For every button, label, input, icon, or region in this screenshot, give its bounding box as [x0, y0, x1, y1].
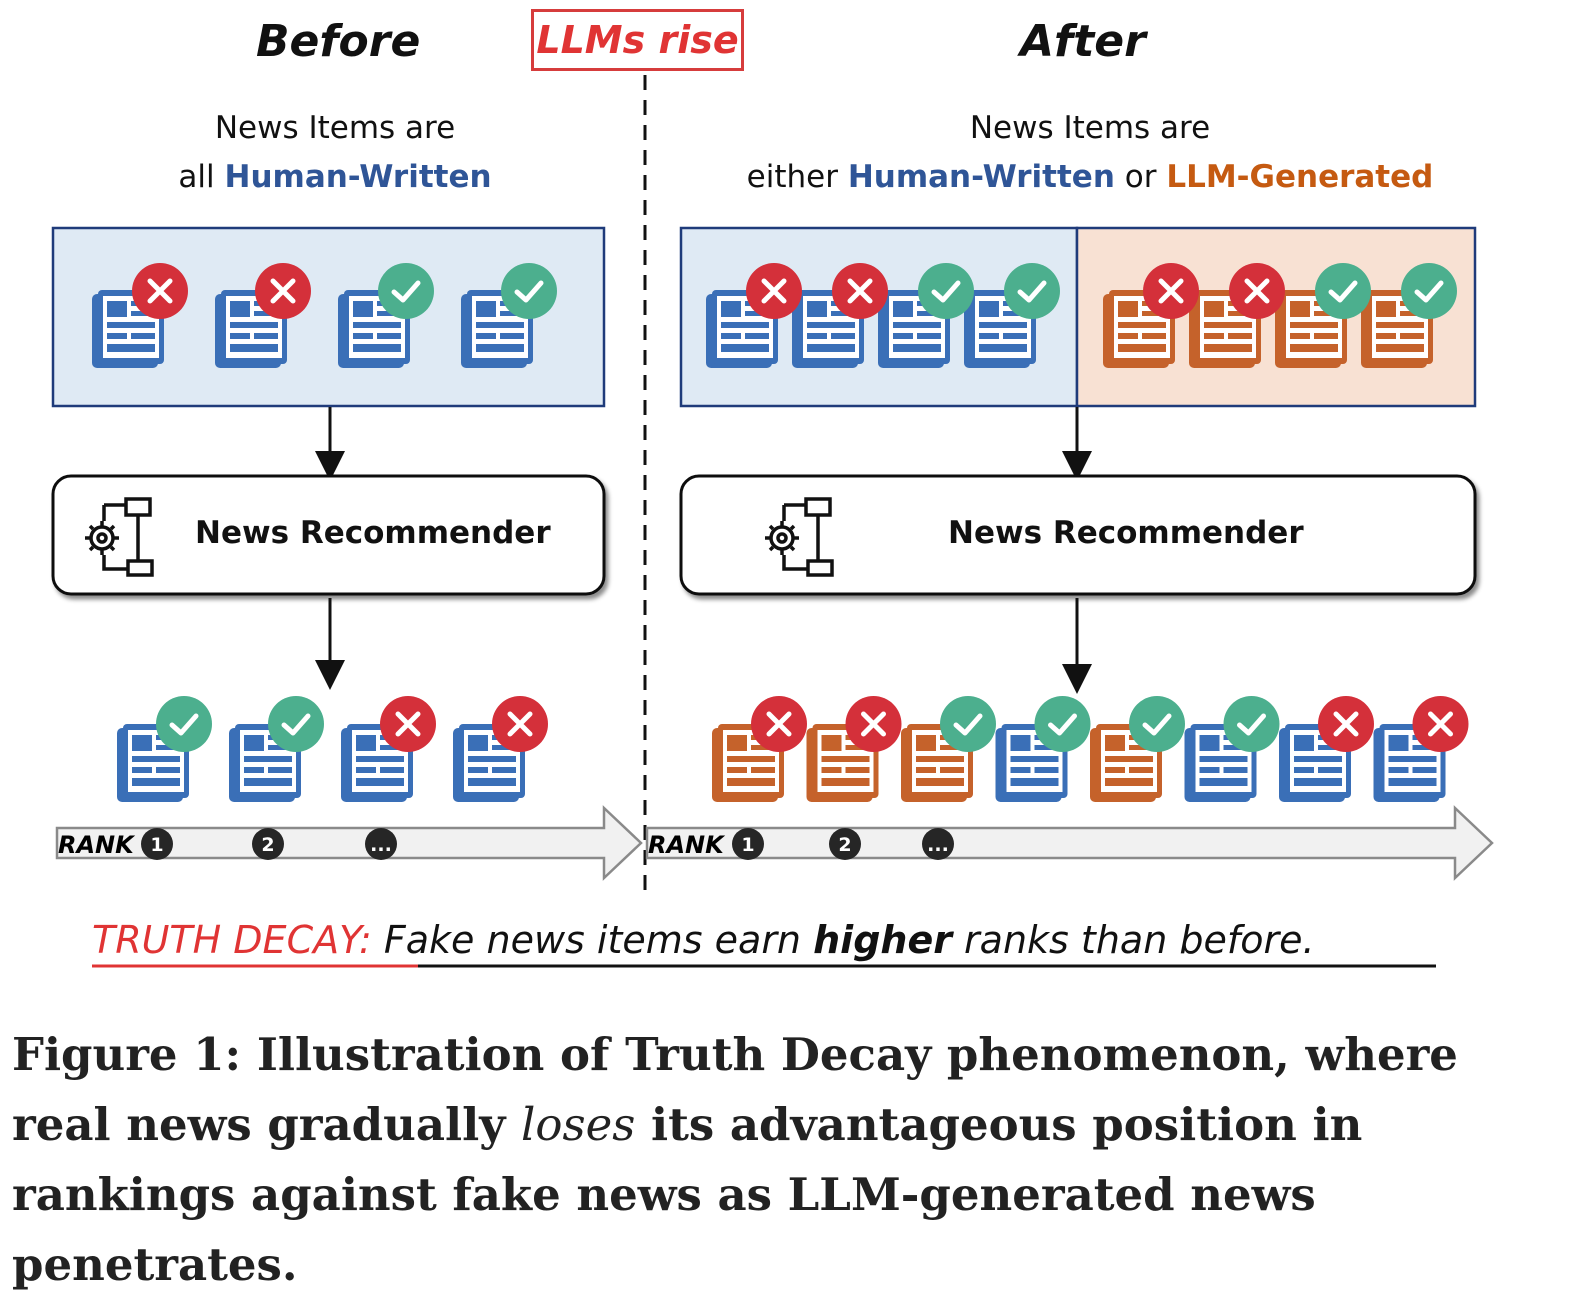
truth-decay-diagram: 1 2 ... 1 2 ... RANK RANK [51, 75, 1494, 968]
after-desc-line2: either Human-Written or LLM-Generated [700, 153, 1480, 202]
after-input-human-2-fake-x-icon [832, 263, 888, 319]
after-description: News Items are either Human-Written or L… [700, 104, 1480, 202]
after-input-llm-4-real-check-icon [1401, 263, 1457, 319]
caption-part1: Figure 1: Illustration of Truth Decay ph… [12, 1028, 1458, 1151]
after-rank-label: RANK [648, 831, 726, 859]
after-input-human-4-real-check-icon [1004, 263, 1060, 319]
after-rank-2: 2 [838, 834, 851, 856]
before-rank-1: 1 [150, 834, 163, 856]
human-written-label: Human-Written [847, 159, 1115, 195]
llm-generated-label: LLM-Generated [1166, 159, 1434, 195]
after-desc-or: or [1114, 159, 1167, 195]
before-description: News Items are all Human-Written [130, 104, 540, 202]
after-ranked-4-real-check-icon [1034, 696, 1091, 752]
after-input-human-4-human-news-icon [964, 290, 1036, 368]
truth-decay-statement: TRUTH DECAY: Fake news items earn higher… [92, 912, 1437, 970]
before-rank-marker-more [365, 828, 397, 860]
before-rank-arrow [55, 805, 643, 881]
human-written-label: Human-Written [224, 159, 492, 195]
before-recommender-box [51, 474, 606, 596]
before-recommender-icon [85, 497, 154, 577]
before-desc-line1: News Items are [214, 110, 456, 146]
before-ranked-1-real-check-icon [156, 696, 212, 752]
news-items-layer [92, 263, 1469, 802]
after-recommender-label: News Recommender [948, 515, 1304, 551]
before-ranked-3-fake-x-icon [380, 696, 436, 752]
after-ranked-6-human-news-icon [1184, 724, 1257, 802]
after-ranked-3-llm-news-icon [901, 724, 973, 802]
before-input-4-real-check-icon [501, 263, 557, 319]
after-recommender-icon [765, 497, 834, 577]
before-rank-2: 2 [261, 834, 274, 856]
before-desc-prefix: all [178, 159, 225, 195]
caption-italic: loses [521, 1098, 636, 1151]
after-input-llm-1-llm-news-icon [1103, 290, 1175, 368]
truth-decay-text-a: Fake news items earn [371, 918, 814, 962]
before-rank-label: RANK [58, 831, 136, 859]
before-ranked-4-fake-x-icon [492, 696, 548, 752]
before-recommender-label: News Recommender [195, 515, 551, 551]
before-ranked-3-human-news-icon [341, 724, 413, 802]
after-ranked-7-human-news-icon [1279, 724, 1351, 802]
after-ranked-7-fake-x-icon [1318, 696, 1374, 752]
after-ranked-2-fake-x-icon [845, 696, 902, 752]
truth-decay-text-b: ranks than before. [951, 918, 1315, 962]
truth-decay-label: TRUTH DECAY: [92, 918, 372, 962]
before-desc-line2: all Human-Written [130, 153, 540, 202]
after-input-human-3-real-check-icon [918, 263, 974, 319]
figure-caption: Figure 1: Illustration of Truth Decay ph… [12, 1020, 1568, 1300]
after-recommender-box [679, 474, 1477, 596]
after-rank-marker-1 [732, 828, 764, 860]
after-input-llm-3-real-check-icon [1315, 263, 1371, 319]
before-ranked-2-real-check-icon [268, 696, 324, 752]
after-desc-line1: News Items are [969, 110, 1211, 146]
after-ranked-6-real-check-icon [1223, 696, 1280, 752]
after-input-llm-1-fake-x-icon [1143, 263, 1199, 319]
after-rank-markers: 1 2 ... [732, 828, 954, 860]
after-input-human-1-fake-x-icon [746, 263, 802, 319]
before-input-2-fake-x-icon [255, 263, 311, 319]
after-desc-prefix: either [746, 159, 848, 195]
after-rank-more: ... [927, 834, 949, 856]
truth-decay-bold: higher [813, 918, 952, 962]
after-heading: After [1020, 16, 1146, 67]
after-rank-marker-more [922, 828, 954, 860]
before-heading: Before [256, 16, 421, 67]
after-rank-1: 1 [741, 834, 754, 856]
after-ranked-8-fake-x-icon [1412, 696, 1469, 752]
before-rank-more: ... [370, 834, 392, 856]
before-rank-markers: 1 2 ... [141, 828, 397, 860]
before-input-3-real-check-icon [378, 263, 434, 319]
after-rank-marker-2 [829, 828, 861, 860]
after-input-llm-2-fake-x-icon [1229, 263, 1285, 319]
before-input-1-fake-x-icon [132, 263, 188, 319]
before-rank-marker-1 [141, 828, 173, 860]
before-rank-marker-2 [252, 828, 284, 860]
after-ranked-3-real-check-icon [940, 696, 996, 752]
after-ranked-1-fake-x-icon [751, 696, 807, 752]
after-rank-arrow [645, 805, 1494, 881]
after-ranked-4-human-news-icon [995, 724, 1068, 802]
after-ranked-5-real-check-icon [1129, 696, 1185, 752]
after-ranked-8-human-news-icon [1373, 724, 1446, 802]
llms-rise-label: LLMs rise [531, 9, 744, 71]
before-input-2-human-news-icon [215, 290, 287, 368]
